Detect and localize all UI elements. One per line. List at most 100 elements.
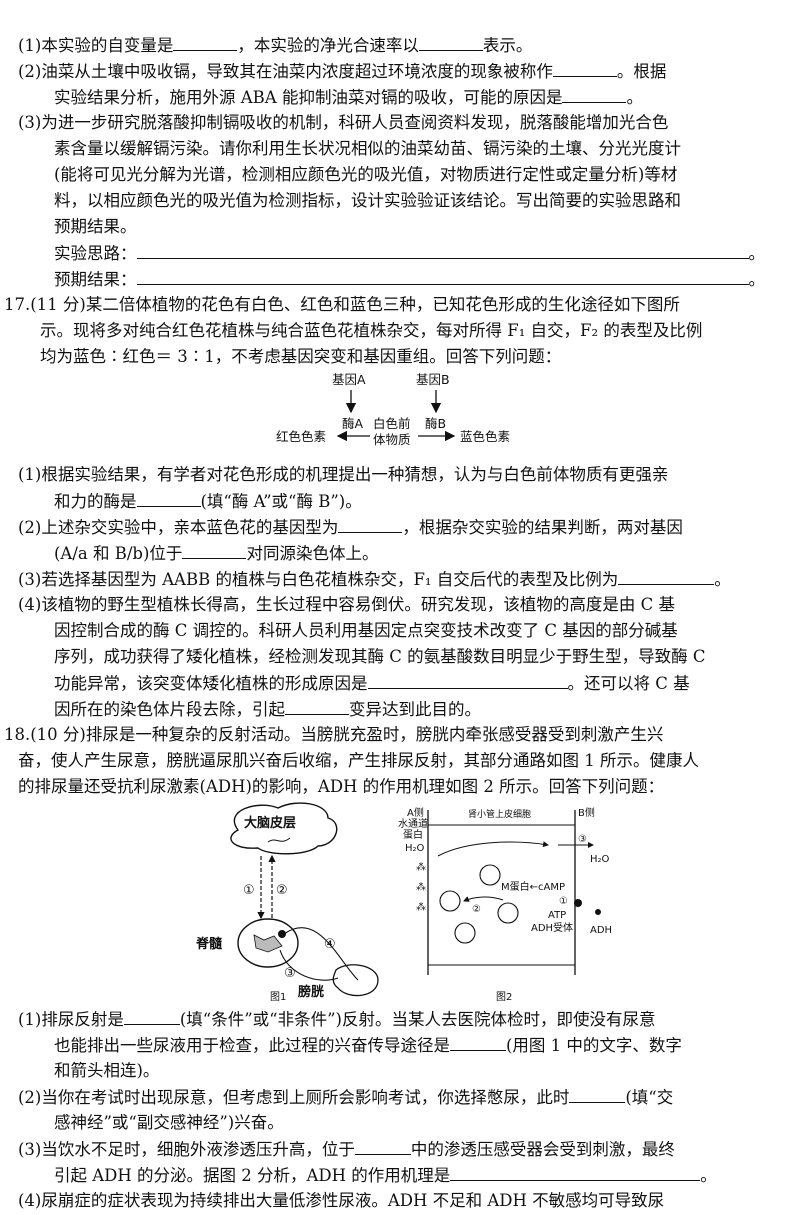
answer-blank[interactable] (136, 488, 201, 507)
q16-part2: (2)油菜从土壤中吸收镉，导致其在油菜内浓度超过环境浓度的现象被称作 。根据 (18, 58, 784, 84)
precursor-label: 体物质 (373, 432, 411, 447)
q17-part4: (4)该植物的野生型植株长得高，生长过程中容易倒伏。研究发现，该植物的高度是由 … (18, 595, 675, 614)
answer-blank[interactable] (182, 540, 247, 559)
text: 也能排出一些尿液用于检查，此过程的兴奋传导途径是 (54, 1036, 450, 1055)
brain-outline (230, 802, 338, 855)
pathway-3-label: ③ (284, 966, 296, 981)
text: ，根据杂交实验的结果判断，两对基因 (402, 518, 683, 537)
answer-blank[interactable] (618, 566, 715, 585)
bladder-shape (332, 964, 379, 997)
text: 。 (714, 570, 731, 589)
cortex-label: 大脑皮层 (244, 815, 296, 831)
q16-part2-cont: 实验结果分析，施用外源 ABA 能抑制油菜对镉的吸收，可能的原因是 。 (18, 84, 784, 110)
enzyme-b-label: 酶B (425, 416, 446, 431)
spinal-label: 脊髓 (195, 936, 223, 952)
text: 。根据 (616, 62, 667, 81)
h2o-right-label: H₂O (590, 854, 610, 865)
text: 17.(11 分)某二倍体植物的花色有白色、红色和蓝色三种，已知花色形成的生化途… (4, 295, 680, 314)
step-3-label: ③ (578, 834, 587, 845)
side-a-label: A侧 (407, 806, 424, 819)
svg-text:⁂: ⁂ (416, 901, 426, 913)
answer-blank[interactable] (450, 1162, 701, 1181)
text: (填“交 (625, 1088, 674, 1107)
svg-text:⁂: ⁂ (416, 881, 426, 893)
q17-part4-line: 序列，成功获得了矮化植株，经检测发现其酶 C 的氨基酸数目明显少于野生型，导致酶… (54, 647, 706, 666)
gene-b-label: 基因B (416, 372, 450, 387)
q18-stem: 18.(10 分)排尿是一种复杂的反射活动。当膀胱充盈时，膀胱内牵张感受器受到刺… (4, 722, 784, 748)
m-protein-label: M蛋白←cAMP (501, 880, 565, 893)
answer-blank[interactable] (450, 1032, 506, 1051)
q16-part3-line: 预期结果。 (54, 217, 137, 236)
q18-part4: (4)尿崩症的症状表现为持续排出大量低渗性尿液。ADH 不足和 ADH 不敏感均… (18, 1191, 665, 1210)
label: 实验思路： (54, 244, 137, 263)
text: 。 (700, 1166, 717, 1185)
step-2-label: ② (472, 904, 481, 915)
answer-blank[interactable] (136, 240, 749, 259)
text: (2)油菜从土壤中吸收镉，导致其在油菜内浓度超过环境浓度的现象被称作 (18, 62, 553, 81)
answer-blank[interactable] (123, 1006, 180, 1025)
answer-blank[interactable] (552, 58, 617, 77)
atp-label: ATP (548, 910, 566, 921)
blue-pigment-label: 蓝色色素 (460, 429, 510, 444)
enzyme-a-label: 酶A (342, 416, 364, 431)
pathway-svg: 基因A 基因B 酶A 酶B 白色前 体物质 红色色素 蓝色色素 (276, 372, 510, 447)
answer-blank[interactable] (285, 696, 349, 715)
q17-stem-line: 示。现将多对纯合红色花植株与纯合蓝色花植株杂交，每对所得 F₁ 自交，F₂ 的表… (40, 321, 703, 340)
text: 功能异常，该突变体矮化植株的形成原因是 (54, 674, 368, 693)
q17-stem-line: 均为蓝色∶红色＝ 3∶1，不考虑基因突变和基因重组。回答下列问题： (40, 347, 562, 366)
q18-part3-cont: 引起 ADH 的分泌。据图 2 分析，ADH 的作用机理是。 (18, 1162, 784, 1188)
text: 。 (748, 244, 766, 263)
step-1-label: ① (559, 896, 568, 907)
text: 实验结果分析，施用外源 ABA 能抑制油菜对镉的吸收，可能的原因是 (54, 88, 563, 107)
q18-part2: (2)当你在考试时出现尿意，但考虑到上厕所会影响考试，你选择憋尿，此时(填“交 (18, 1084, 784, 1110)
figure-2: A侧 水通道 蛋白 H₂O 肾小管上皮细胞 B侧 ③ H₂O M蛋白←cAMP … (398, 806, 612, 1003)
q17-part3: (3)若选择基因型为 AABB 的植株与白色花植株杂交，F₁ 自交后代的表型及比… (18, 566, 784, 592)
q18-stem-line: 奋，使人产生尿意，膀胱逼尿肌兴奋后收缩，产生排尿反射，其部分通路如图 1 所示。… (18, 751, 699, 770)
q16-part3-line: 素含量以缓解镉污染。请你利用生长状况相似的油菜幼苗、镉污染的土壤、分光光度计 (54, 139, 681, 158)
q17-part2: (2)上述杂交实验中，亲本蓝色花的基因型为，根据杂交实验的结果判断，两对基因 (18, 514, 784, 540)
answer-blank[interactable] (173, 32, 238, 51)
q17-part4-line: 功能异常，该突变体矮化植株的形成原因是 。还可以将 C 基 (18, 670, 784, 696)
answer-blank[interactable] (562, 84, 627, 103)
text: 变异达到此目的。 (349, 700, 481, 719)
q17-part1-cont: 和力的酶是(填“酶 A”或“酶 B”)。 (18, 488, 784, 514)
answer-blank[interactable] (354, 1136, 411, 1155)
answer-blank[interactable] (418, 32, 483, 51)
text: 因所在的染色体片段去除，引起 (54, 700, 285, 719)
q16-part3-line: (能将可见光分解为光谱，检测相应颜色光的吸光值，对物质进行定性或定量分析)等材 (54, 165, 678, 184)
q17-part2-cont: (A/a 和 B/b)位于 对同源染色体上。 (18, 540, 784, 566)
q17-part4-line: 因控制合成的酶 C 调控的。科研人员利用基因定点突变技术改变了 C 基因的部分碱… (54, 621, 678, 640)
precursor-label: 白色前 (373, 416, 411, 431)
text: 对同源染色体上。 (246, 544, 379, 563)
answer-blank[interactable] (338, 514, 403, 533)
q17-part4-line: 因所在的染色体片段去除，引起 变异达到此目的。 (18, 696, 784, 722)
answer-blank[interactable] (136, 266, 749, 285)
adh-label: ADH (590, 925, 612, 936)
figures-row: 大脑皮层 ① ② 脊髓 ④ ③ 膀胱 图1 (18, 800, 784, 1006)
adh-receptor-label: ADH受体 (531, 922, 573, 934)
q16-part3-line: 料，以相应颜色光的吸光值为检测指标，设计实验验证该结论。写出简要的实验思路和 (54, 191, 681, 210)
q18-stem-line: 的排尿量还受抗利尿激素(ADH)的影响，ADH 的作用机理如图 2 所示。回答下… (18, 777, 665, 796)
spinal-cord (237, 918, 299, 968)
text: 18.(10 分)排尿是一种复杂的反射活动。当膀胱充盈时，膀胱内牵张感受器受到刺… (4, 725, 664, 744)
q18-part3: (3)当饮水不足时，细胞外液渗透压升高，位于 中的渗透压感受器会受到刺激，最终 (18, 1136, 784, 1162)
pathway-4-label: ④ (324, 937, 336, 952)
svg-text:⁂: ⁂ (416, 861, 426, 873)
text: 。 (626, 88, 643, 107)
q18-part1: (1)排尿反射是(填“条件”或“非条件”)反射。当某人去医院体检时，即使没有尿意 (18, 1006, 784, 1032)
text: 表示。 (482, 36, 533, 55)
text: 。还可以将 C 基 (567, 674, 690, 693)
text: (3)当饮水不足时，细胞外液渗透压升高，位于 (18, 1140, 355, 1159)
figure-2-caption: 图2 (496, 991, 512, 1003)
text: 。 (748, 270, 766, 289)
answer-blank[interactable] (367, 670, 568, 689)
expected-result-line: 预期结果：。 (18, 266, 784, 292)
water-channel-label: 水通道 (398, 817, 428, 830)
answer-blank[interactable] (569, 1084, 626, 1103)
figure-1: 大脑皮层 ① ② 脊髓 ④ ③ 膀胱 图1 (195, 802, 379, 1003)
text: (用图 1 中的文字、数字 (506, 1036, 682, 1055)
text: 中的渗透压感受器会受到刺激，最终 (410, 1140, 675, 1159)
text: ，本实验的净光合速率以 (237, 36, 419, 55)
text: (A/a 和 B/b)位于 (54, 544, 183, 563)
h2o-left-label: H₂O (405, 843, 425, 854)
